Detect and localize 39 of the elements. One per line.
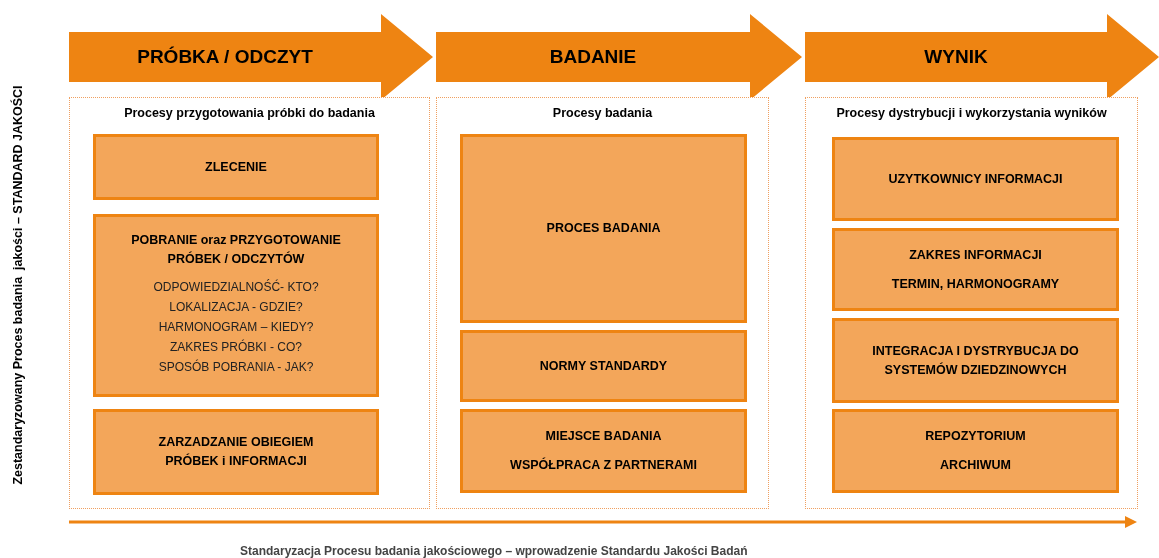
process-box xyxy=(832,137,1119,221)
panel-heading: Procesy dystrybucji i wykorzystania wyników xyxy=(836,105,1107,122)
stage-title: PRÓBKA / ODCZYT xyxy=(137,44,313,69)
box-text: POBRANIE oraz PRZYGOTOWANIE PRÓBEK / ODCZYTÓW xyxy=(130,232,342,268)
process-box xyxy=(93,134,379,200)
process-box xyxy=(832,228,1119,311)
box-text: MIEJSCE BADANIA xyxy=(545,428,662,445)
group-panel xyxy=(436,97,769,509)
process-box xyxy=(832,409,1119,493)
question-text: HARMONOGRAM – KIEDY? xyxy=(158,319,314,335)
box-text: UZYTKOWNICY INFORMACJI xyxy=(888,170,1063,188)
box-text: ZARZADZANIE OBIEGIEM PRÓBEK i INFORMACJI xyxy=(157,434,315,470)
panel-heading: Procesy badania xyxy=(552,105,653,122)
panel-heading: Procesy przygotowania próbki do badania xyxy=(124,105,375,122)
box-text: INTEGRACJA I DYSTRYBUCJA DO SYSTEMÓW DZIEDZINOWYCH xyxy=(871,342,1080,379)
stage-title: WYNIK xyxy=(924,44,988,69)
box-text: WSPÓŁPRACA Z PARTNERAMI xyxy=(510,456,697,474)
question-text: ODPOWIEDZIALNOŚĆ- KTO? xyxy=(153,279,319,295)
side-caption: Zestandaryzowany Proces badania jakości – STANDARD JAKOŚCI xyxy=(9,85,26,485)
process-box xyxy=(832,318,1119,403)
stage-title: BADANIE xyxy=(549,44,637,69)
process-box xyxy=(460,330,747,402)
group-panel xyxy=(69,97,430,509)
box-text: TERMIN, HARMONOGRAMY xyxy=(891,275,1060,293)
box-text: ZAKRES INFORMACJI xyxy=(909,246,1042,264)
process-box xyxy=(93,409,379,495)
question-text: SPOSÓB POBRANIA - JAK? xyxy=(158,359,314,375)
process-box xyxy=(460,409,747,493)
process-box xyxy=(460,134,747,323)
group-panel xyxy=(805,97,1138,509)
question-text: LOKALIZACJA - GDZIE? xyxy=(169,299,303,315)
box-text: ZLECENIE xyxy=(205,158,267,176)
box-text: REPOZYTORIUM xyxy=(925,428,1026,445)
bottom-caption: Standaryzacja Procesu badania jakościowego – wprowadzenie Standardu Jakości Badań xyxy=(240,544,748,558)
box-text: ARCHIWUM xyxy=(940,457,1011,474)
box-text: PROCES BADANIA xyxy=(546,220,661,237)
question-text: ZAKRES PRÓBKI - CO? xyxy=(170,339,302,355)
process-box xyxy=(93,214,379,397)
box-text: NORMY STANDARDY xyxy=(539,357,668,375)
